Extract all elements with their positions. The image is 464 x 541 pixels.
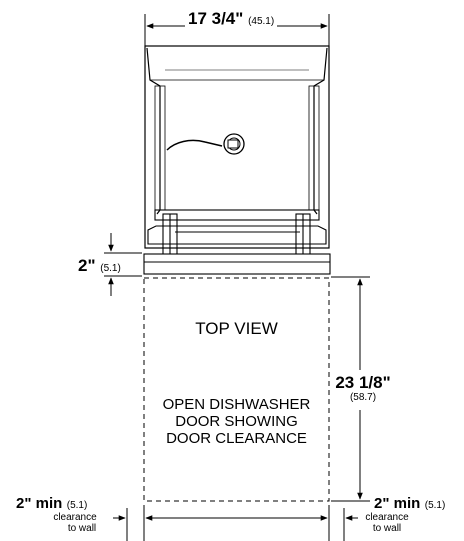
door-caption-line1: OPEN DISHWASHER [162,396,311,413]
door-caption-line3: DOOR CLEARANCE [166,430,307,447]
depth-metric: (58.7) [349,392,377,403]
width-dimension-label: 17 3/4" (45.1) [185,9,278,28]
right-clearance-main: 2" min [374,495,421,512]
door-gap-dimension-line [104,233,142,296]
door-caption: OPEN DISHWASHER DOOR SHOWING DOOR CLEARA… [144,396,329,447]
depth-main: 23 1/8" [335,373,391,392]
right-clearance-metric: (5.1) [424,500,446,511]
door-gap-metric: (5.1) [100,263,121,274]
water-inlet-icon [166,133,245,155]
left-clearance-label: 2" min (5.1) [16,496,87,512]
left-clearance-metric: (5.1) [66,500,88,511]
left-clearance-main: 2" min [16,495,63,512]
view-title: TOP VIEW [195,319,278,338]
depth-dimension-label: 23 1/8" (58.7) [331,374,395,403]
right-clearance-note1: clearance [365,512,409,523]
door-hinge-assembly [143,209,331,275]
right-clearance-label: 2" min (5.1) [374,496,445,512]
depth-dimension-line [331,276,370,502]
door-gap-label: 2" (5.1) [78,257,121,274]
left-clearance-note1: clearance [53,512,97,523]
left-clearance-note2: to wall [67,523,97,534]
right-clearance-note2: to wall [372,523,402,534]
door-gap-main: 2" [78,256,96,275]
width-metric: (45.1) [248,16,275,27]
open-door-outline [143,277,330,502]
door-caption-line2: DOOR SHOWING [175,413,298,430]
bottom-clearance-lines [113,505,358,541]
width-main: 17 3/4" [188,9,244,28]
left-clearance-note: clearance to wall [40,512,110,534]
right-clearance-note: clearance to wall [362,512,412,534]
